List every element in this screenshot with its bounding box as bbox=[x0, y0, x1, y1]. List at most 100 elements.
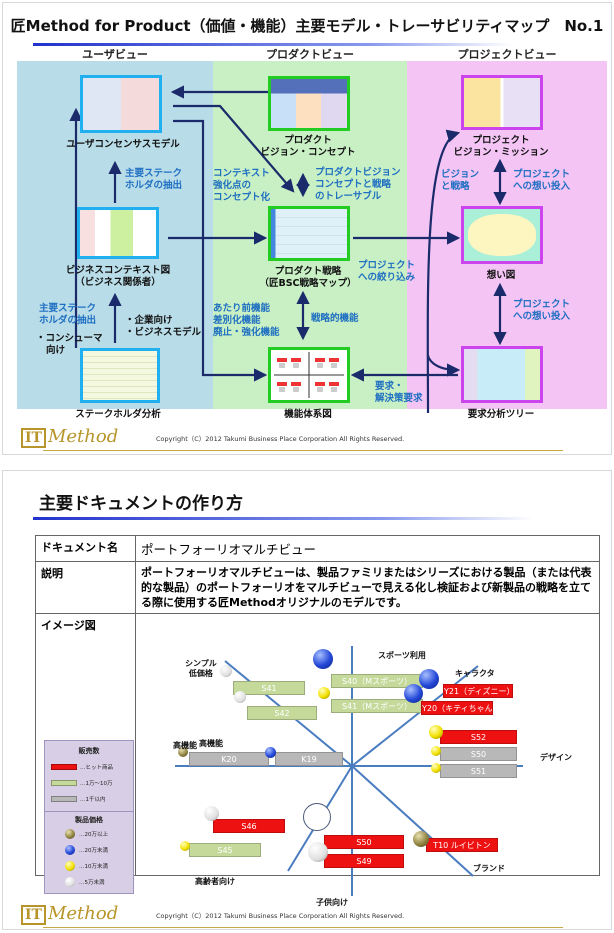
column-header-project-view: プロジェクトビュー bbox=[457, 48, 557, 61]
product-bar: S45 bbox=[189, 843, 261, 857]
legend-divider bbox=[45, 811, 133, 812]
column-header-product-view: プロダクトビュー bbox=[266, 48, 354, 61]
axis-label: キャラクタ bbox=[455, 669, 495, 678]
product-strategy-label: プロダクト戦略（匠BSC戦略マップ） bbox=[259, 266, 357, 289]
note-stakeholder-extract-a: 主要ステークホルダの抽出 bbox=[125, 168, 183, 191]
price-marker bbox=[403, 683, 423, 703]
legend-item: …1万〜10万 bbox=[51, 779, 113, 787]
legend-item: …10万未満 bbox=[65, 861, 108, 871]
product-bar: Y20（キティちゃん） bbox=[421, 701, 493, 715]
price-marker bbox=[413, 831, 429, 847]
thought-map-thumbnail[interactable] bbox=[461, 206, 543, 264]
product-bar: S50 bbox=[440, 747, 517, 761]
copyright-text: Copyright（C）2012 Takumi Business Place C… bbox=[156, 435, 405, 443]
legend-item: …20万以上 bbox=[65, 829, 108, 839]
legend-item: …20万未満 bbox=[65, 845, 108, 855]
user-consensus-model-thumbnail[interactable] bbox=[80, 75, 162, 133]
legend-price-title: 製品価格 bbox=[75, 816, 103, 824]
price-marker bbox=[234, 691, 246, 703]
title-underline bbox=[33, 43, 513, 46]
legend-sales-title: 販売数 bbox=[78, 747, 100, 755]
note-strategic-function: 戦略的機能 bbox=[311, 313, 359, 324]
price-marker bbox=[180, 841, 190, 851]
note-vision-strategy: ビジョンと戦略 bbox=[441, 169, 480, 192]
stakeholder-analysis-label: ステークホルダ分析 bbox=[75, 409, 161, 420]
note-project-narrow: プロジェクトへの絞り込み bbox=[358, 260, 416, 283]
traceability-arrows bbox=[69, 85, 507, 414]
price-marker bbox=[318, 687, 330, 699]
table-row: 説明 ポートフォーリオマルチビューは、製品ファミリまたはシリーズにおける製品（ま… bbox=[35, 561, 600, 614]
slide2-title: 主要ドキュメントの作り方 bbox=[39, 494, 243, 514]
product-bar: K19 bbox=[275, 752, 343, 766]
footer-divider bbox=[43, 450, 563, 451]
business-context-label: ビジネスコンテキスト図（ビジネス関係者） bbox=[65, 265, 171, 288]
axis-label-extra: 高機能 bbox=[199, 739, 223, 748]
project-vision-label: プロジェクトビジョン・ミッション bbox=[453, 135, 549, 158]
chart-legend: 販売数 …ヒット商品 …1万〜10万 …1千以内 製品価格 …20万以上 …20… bbox=[44, 740, 134, 894]
note-stakeholder-extract-b: 主要ステークホルダの抽出 bbox=[39, 303, 97, 326]
row-header-description: 説明 bbox=[35, 561, 136, 614]
product-strategy-thumbnail[interactable] bbox=[268, 206, 350, 261]
price-marker bbox=[264, 746, 276, 758]
product-bar: S41 bbox=[233, 681, 305, 695]
footer-divider bbox=[43, 927, 563, 928]
price-marker bbox=[313, 649, 333, 669]
requirement-tree-thumbnail[interactable] bbox=[461, 346, 543, 403]
requirement-tree-label: 要求分析ツリー bbox=[467, 409, 535, 420]
product-bar: S50 bbox=[324, 835, 404, 849]
axis-label: ブランド bbox=[473, 864, 505, 873]
price-marker bbox=[429, 725, 443, 739]
legend-item: …ヒット商品 bbox=[51, 763, 113, 771]
product-bar: K20 bbox=[189, 752, 269, 766]
axis-label: シンプル低価格 bbox=[185, 659, 217, 678]
product-bar: S41（Mスポーツ） bbox=[331, 699, 423, 713]
user-consensus-model-label: ユーザコンセンサスモデル bbox=[66, 139, 180, 150]
axis-label: 高齢者向け bbox=[195, 877, 235, 886]
price-marker bbox=[220, 665, 232, 677]
stakeholder-analysis-thumbnail[interactable] bbox=[80, 348, 160, 403]
note-context-concept: コンテキスト強化点のコンセプト化 bbox=[213, 168, 271, 203]
business-context-thumbnail[interactable] bbox=[77, 207, 159, 259]
description-value: ポートフォーリオマルチビューは、製品ファミリまたはシリーズにおける製品（または代… bbox=[135, 561, 600, 614]
product-vision-thumbnail[interactable] bbox=[268, 76, 350, 131]
thought-map-label: 想い図 bbox=[486, 270, 516, 281]
product-bar: S46 bbox=[213, 819, 285, 833]
price-marker bbox=[178, 747, 188, 757]
copyright-text: Copyright（C）2012 Takumi Business Place C… bbox=[156, 912, 405, 920]
slide1-title: 匠Method for Product（価値・機能）主要モデル・トレーサビリティ… bbox=[10, 17, 604, 35]
note-traceable: プロダクトビジョンコンセプトと戦略のトレーサブル bbox=[315, 167, 401, 202]
function-system-thumbnail[interactable] bbox=[268, 347, 350, 403]
note-consumer: ・コンシューマ向け bbox=[36, 333, 103, 356]
legend-item: …5万未満 bbox=[65, 877, 105, 887]
function-grid-icon bbox=[274, 352, 344, 398]
price-marker bbox=[308, 842, 328, 862]
product-bar: S51 bbox=[440, 764, 517, 778]
product-bar: T10 ルイビトン bbox=[426, 838, 498, 852]
project-vision-thumbnail[interactable] bbox=[461, 75, 543, 130]
price-marker bbox=[203, 805, 219, 821]
product-vision-label: プロダクトビジョン・コンセプト bbox=[260, 135, 356, 158]
price-marker bbox=[431, 746, 441, 756]
note-functions: あたり前機能差別化機能廃止・強化機能 bbox=[213, 303, 280, 338]
column-header-user-view: ユーザビュー bbox=[82, 48, 148, 61]
note-enterprise: ・企業向け・ビジネスモデル bbox=[125, 315, 202, 338]
slide-traceability-map: 匠Method for Product（価値・機能）主要モデル・トレーサビリティ… bbox=[2, 2, 612, 455]
product-bar: S49 bbox=[324, 854, 404, 868]
product-bar: S42 bbox=[247, 706, 317, 720]
note-project-thought-a: プロジェクトへの想い投入 bbox=[513, 169, 571, 192]
price-marker bbox=[431, 763, 441, 773]
axis-label: 子供向け bbox=[316, 898, 348, 907]
note-project-thought-b: プロジェクトへの想い投入 bbox=[513, 299, 571, 322]
product-bar: Y21（ディズニー） bbox=[443, 684, 513, 698]
axis-label: デザイン bbox=[540, 753, 572, 762]
image-cell bbox=[135, 613, 600, 876]
legend-item: …1千以内 bbox=[51, 795, 106, 803]
price-marker bbox=[303, 803, 331, 831]
axis-label: スポーツ利用 bbox=[378, 651, 426, 660]
title-underline bbox=[33, 517, 533, 520]
function-system-label: 機能体系図 bbox=[284, 409, 332, 420]
